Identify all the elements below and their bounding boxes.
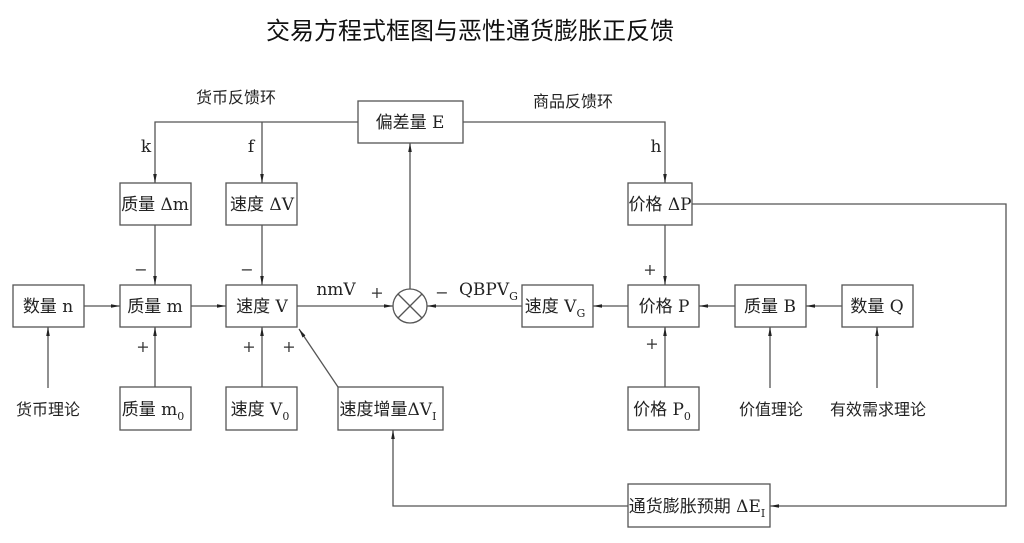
block-price-p: 价格 P [627, 284, 700, 328]
svg-text:质量 m: 质量 m [127, 297, 183, 317]
top-feedback-line-right [463, 121, 667, 183]
block-quantity-n: 数量 n [12, 284, 85, 328]
svg-text:质量 B: 质量 B [744, 297, 796, 317]
summing-junction [392, 288, 428, 324]
block-speed-dv: 速度 ΔV [225, 182, 298, 226]
block-deviation-e: 偏差量 E [357, 100, 464, 144]
block-quality-b: 质量 B [734, 284, 807, 328]
source-money-theory: 货币理论 [16, 400, 80, 419]
block-quality-dm: 质量 Δm [119, 182, 192, 226]
sign-plus-dp: + [643, 260, 656, 279]
svg-text:价格 P0: 价格 P0 [633, 400, 691, 423]
svg-text:通货膨胀预期 ΔEI: 通货膨胀预期 ΔEI [629, 497, 765, 520]
diagram-title: 交易方程式框图与恶性通货膨胀正反馈 [266, 17, 674, 45]
source-value-theory: 价值理论 [739, 400, 803, 419]
block-price-p0: 价格 P0 [627, 386, 700, 431]
source-demand-theory: 有效需求理论 [830, 400, 926, 419]
gain-h: h [651, 137, 662, 157]
dp-to-inflation-exp [692, 203, 1007, 508]
svg-text:速度 V: 速度 V [236, 297, 288, 317]
block-quality-m0: 质量 m0 [119, 386, 192, 431]
money-feedback-loop-label: 货币反馈环 [196, 88, 276, 107]
block-inflation-expectation: 通货膨胀预期 ΔEI [627, 483, 771, 528]
sign-minus-qbpv: − [435, 283, 448, 302]
svg-text:速度 VG: 速度 VG [525, 297, 585, 320]
svg-text:偏差量 E: 偏差量 E [376, 113, 445, 133]
svg-text:速度增量ΔVI: 速度增量ΔVI [340, 400, 437, 423]
svg-text:价格 P: 价格 P [639, 297, 690, 317]
sign-plus-nmv: + [370, 283, 383, 302]
block-speed-vg: 速度 VG [521, 284, 594, 328]
sign-plus-speed-inc: + [282, 337, 295, 356]
block-price-dp: 价格 ΔP [627, 182, 693, 226]
sign-minus-v: − [240, 260, 253, 279]
svg-text:数量 n: 数量 n [23, 297, 73, 317]
speed-inc-to-v [298, 328, 339, 388]
block-speed-v0: 速度 V0 [225, 386, 298, 431]
goods-feedback-loop-label: 商品反馈环 [533, 92, 613, 111]
block-speed-increment: 速度增量ΔVI [337, 386, 444, 431]
sign-plus-m0: + [136, 337, 149, 356]
sign-plus-v0: + [242, 337, 255, 356]
svg-text:数量 Q: 数量 Q [850, 297, 903, 317]
svg-text:价格 ΔP: 价格 ΔP [628, 195, 691, 215]
svg-text:速度 V0: 速度 V0 [231, 400, 290, 423]
block-quantity-q: 数量 Q [841, 284, 914, 328]
block-speed-v: 速度 V [225, 284, 298, 328]
block-quality-m: 质量 m [119, 284, 192, 328]
gain-k: k [141, 137, 152, 157]
sign-minus-m: − [134, 260, 147, 279]
top-feedback-line-left [153, 121, 358, 183]
sign-plus-p0: + [645, 334, 658, 353]
svg-text:质量 Δm: 质量 Δm [121, 195, 189, 215]
gain-f: f [248, 137, 256, 157]
signal-qbpvg: QBPVG [459, 280, 518, 303]
signal-nmv: nmV [316, 280, 356, 300]
svg-text:速度 ΔV: 速度 ΔV [230, 195, 295, 215]
svg-text:质量 m0: 质量 m0 [122, 400, 185, 423]
inflation-exp-to-speed-inc [391, 430, 628, 507]
